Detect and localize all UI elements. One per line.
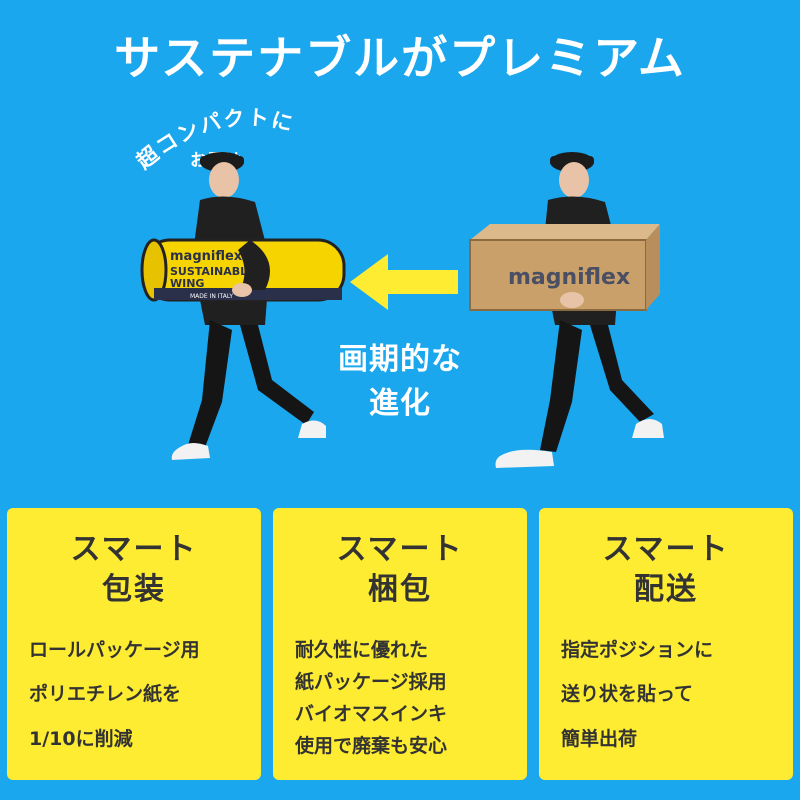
card-heading: スマート 配送 <box>539 530 793 610</box>
card-text-line: 使用で廃棄も安心 <box>295 735 448 757</box>
card-heading-line1: スマート <box>602 532 730 567</box>
card-smart-boxing: スマート 梱包 耐久性に優れた 紙パッケージ採用 バイオマスインキ 使用で廃棄も… <box>273 508 527 780</box>
card-text-line: 送り状を貼って <box>561 683 694 705</box>
innovation-label-line2: 進化 <box>369 386 431 421</box>
card-heading-line1: スマート <box>336 532 464 567</box>
innovation-label-line1: 画期的な <box>338 342 462 377</box>
left-arrow-icon <box>350 252 460 312</box>
card-heading-line2: 包装 <box>102 572 166 607</box>
card-text-line: ポリエチレン紙を <box>29 683 182 705</box>
card-smart-packaging: スマート 包装 ロールパッケージ用 ポリエチレン紙を 1/10に削減 <box>7 508 261 780</box>
card-heading-line2: 配送 <box>634 572 698 607</box>
card-text-line: 耐久性に優れた <box>295 639 429 661</box>
roll-small-text: MADE IN ITALY <box>190 293 233 300</box>
roll-line2: WING <box>170 277 204 290</box>
roll-line1: SUSTAINABLE <box>170 265 255 278</box>
page-title: サステナブルがプレミアム <box>114 31 686 85</box>
feature-cards: スマート 包装 ロールパッケージ用 ポリエチレン紙を 1/10に削減 スマート … <box>7 508 793 790</box>
card-text-line: バイオマスインキ <box>295 703 448 725</box>
card-text-line: 指定ポジションに <box>561 639 714 661</box>
woman-with-box-image: magniflex <box>460 140 690 480</box>
box-brand: magniflex <box>508 265 630 290</box>
card-heading: スマート 梱包 <box>273 530 527 610</box>
woman-with-roll-image: magniflex SUSTAINABLE WING MADE IN ITALY <box>130 140 360 480</box>
card-text-line: 簡単出荷 <box>561 728 638 750</box>
card-heading-line2: 梱包 <box>368 572 432 607</box>
innovation-label: 画期的な 進化 <box>300 338 500 426</box>
card-text-line: 1/10に削減 <box>29 728 133 750</box>
card-text-line: ロールパッケージ用 <box>29 639 200 661</box>
card-heading-line1: スマート <box>70 532 198 567</box>
card-heading: スマート 包装 <box>7 530 261 610</box>
roll-brand: magniflex <box>170 249 243 264</box>
card-smart-delivery: スマート 配送 指定ポジションに 送り状を貼って 簡単出荷 <box>539 508 793 780</box>
card-text-line: 紙パッケージ採用 <box>295 671 447 693</box>
